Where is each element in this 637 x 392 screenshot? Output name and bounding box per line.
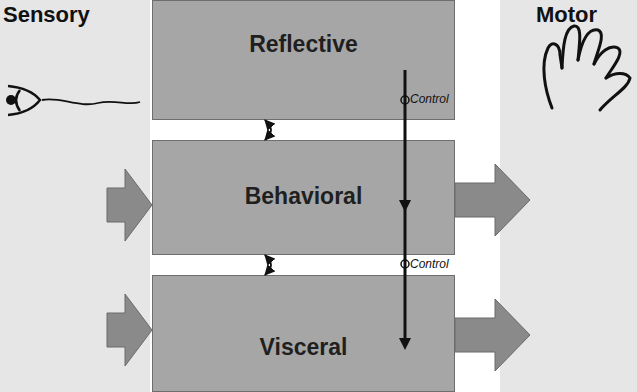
level-box: Reflective — [152, 0, 455, 120]
control-label: Control — [410, 257, 449, 271]
flow-arrow — [455, 164, 530, 236]
control-point — [401, 96, 409, 104]
node-label: Sensory — [3, 2, 90, 28]
control-point — [401, 260, 409, 268]
eye-icon — [6, 86, 140, 115]
level-box: Behavioral — [152, 140, 455, 255]
level-box: Visceral — [152, 275, 455, 392]
node-label: Behavioral — [245, 183, 363, 210]
node-label: Reflective — [249, 31, 358, 58]
motor-band: Motor — [530, 0, 637, 392]
control-arrowhead — [399, 200, 411, 212]
flow-arrow — [107, 294, 152, 366]
control-arrowhead — [399, 338, 411, 350]
interaction-arrow — [265, 255, 271, 275]
control-label: Control — [410, 92, 449, 106]
hand-icon — [544, 26, 630, 110]
flow-arrow — [455, 299, 530, 371]
flow-arrow — [107, 169, 152, 241]
interaction-arrow — [265, 120, 271, 140]
sensory-band: Sensory — [0, 0, 107, 392]
node-label: Visceral — [260, 334, 348, 361]
node-label: Motor — [536, 2, 597, 28]
